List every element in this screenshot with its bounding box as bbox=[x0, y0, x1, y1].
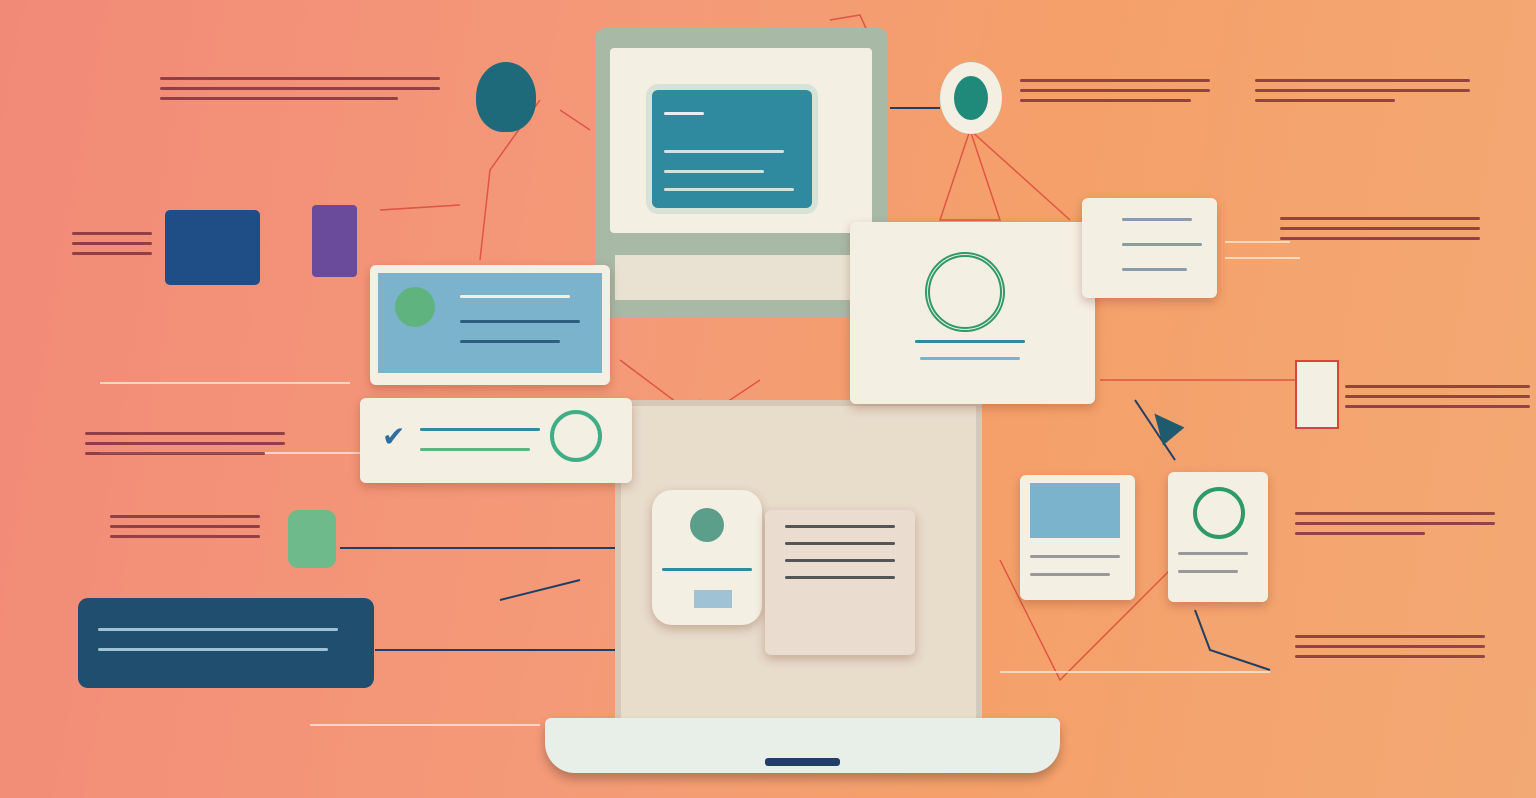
navy-text-banner bbox=[78, 598, 374, 688]
thumbs-up-icon bbox=[690, 508, 724, 542]
shield-icon bbox=[940, 62, 1002, 134]
text-block bbox=[72, 225, 152, 262]
thumbs-up-card bbox=[652, 490, 762, 625]
monitor-stand bbox=[615, 255, 870, 300]
laptop-base bbox=[545, 718, 1060, 773]
image-doc-card bbox=[1020, 475, 1135, 600]
checkmark-icon: ✔ bbox=[382, 420, 406, 453]
list-card bbox=[765, 510, 915, 655]
alert-icon bbox=[1295, 360, 1339, 429]
text-block bbox=[1295, 505, 1495, 542]
screen-panel bbox=[652, 90, 812, 208]
text-block bbox=[160, 70, 440, 107]
text-block bbox=[110, 508, 260, 545]
text-block bbox=[1020, 72, 1210, 109]
bookmark-icon bbox=[312, 205, 357, 277]
text-block bbox=[1345, 378, 1530, 415]
doc-card-top bbox=[1082, 198, 1217, 298]
doc-card-right bbox=[1168, 472, 1268, 602]
text-block bbox=[1280, 210, 1480, 247]
check-card: ✔ bbox=[360, 398, 632, 483]
info-icon bbox=[288, 510, 336, 568]
info-card-blue bbox=[370, 265, 610, 385]
settings-badge-icon bbox=[395, 287, 435, 327]
dollar-shield-icon bbox=[476, 62, 536, 132]
excel-icon bbox=[165, 210, 260, 285]
target-icon bbox=[925, 252, 1005, 332]
text-block bbox=[1255, 72, 1470, 109]
document-icon bbox=[1193, 487, 1245, 539]
target-card bbox=[850, 222, 1095, 404]
text-block bbox=[85, 425, 285, 462]
badge-icon bbox=[550, 410, 602, 462]
text-block bbox=[1295, 628, 1485, 665]
